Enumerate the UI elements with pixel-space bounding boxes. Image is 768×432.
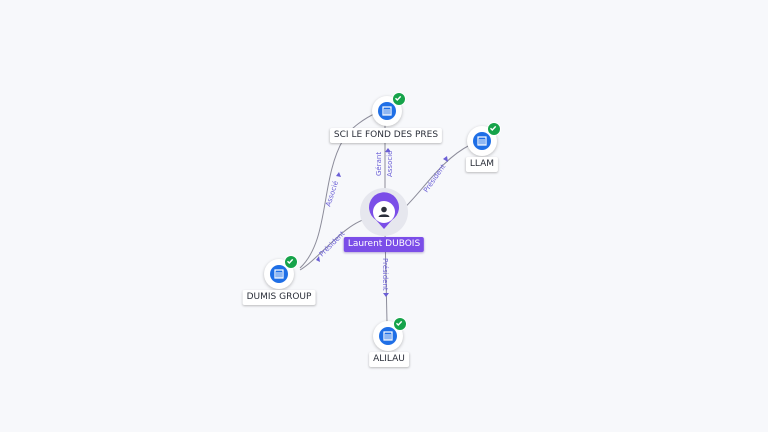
edge-dumis-sci — [299, 111, 379, 269]
verified-check-icon — [284, 255, 298, 269]
company-label-alilau: ALILAU — [369, 352, 409, 367]
company-node-alilau[interactable] — [373, 317, 407, 351]
building-icon — [270, 265, 288, 283]
edge-label-president-llam: Président — [422, 163, 447, 195]
edge-label-associe-sci: Associé — [386, 151, 394, 177]
arrow-dumis-person — [316, 256, 320, 262]
edge-label-president-dumis: Président — [318, 229, 347, 258]
arrow-llam-person — [443, 156, 448, 162]
building-icon — [473, 132, 491, 150]
arrow-dumis-sci — [336, 172, 341, 177]
person-label: Laurent DUBOIS — [343, 237, 425, 252]
building-icon — [378, 102, 396, 120]
verified-check-icon — [392, 92, 406, 106]
building-icon — [379, 327, 397, 345]
verified-check-icon — [487, 122, 501, 136]
company-label-llam: LLAM — [465, 157, 499, 172]
person-node[interactable] — [360, 188, 408, 236]
company-node-sci[interactable] — [372, 92, 406, 126]
company-node-dumis[interactable] — [264, 255, 298, 289]
edge-label-president-alilau: Président — [381, 258, 389, 291]
person-icon — [378, 206, 390, 217]
edge-label-gerant: Gérant — [375, 152, 383, 176]
arrow-alilau-person — [383, 293, 389, 297]
company-node-llam[interactable] — [467, 122, 501, 156]
company-label-sci: SCI LE FOND DES PRES — [329, 128, 443, 143]
arrow-sci-person — [385, 148, 391, 152]
verified-check-icon — [393, 317, 407, 331]
company-label-dumis: DUMIS GROUP — [242, 290, 316, 305]
